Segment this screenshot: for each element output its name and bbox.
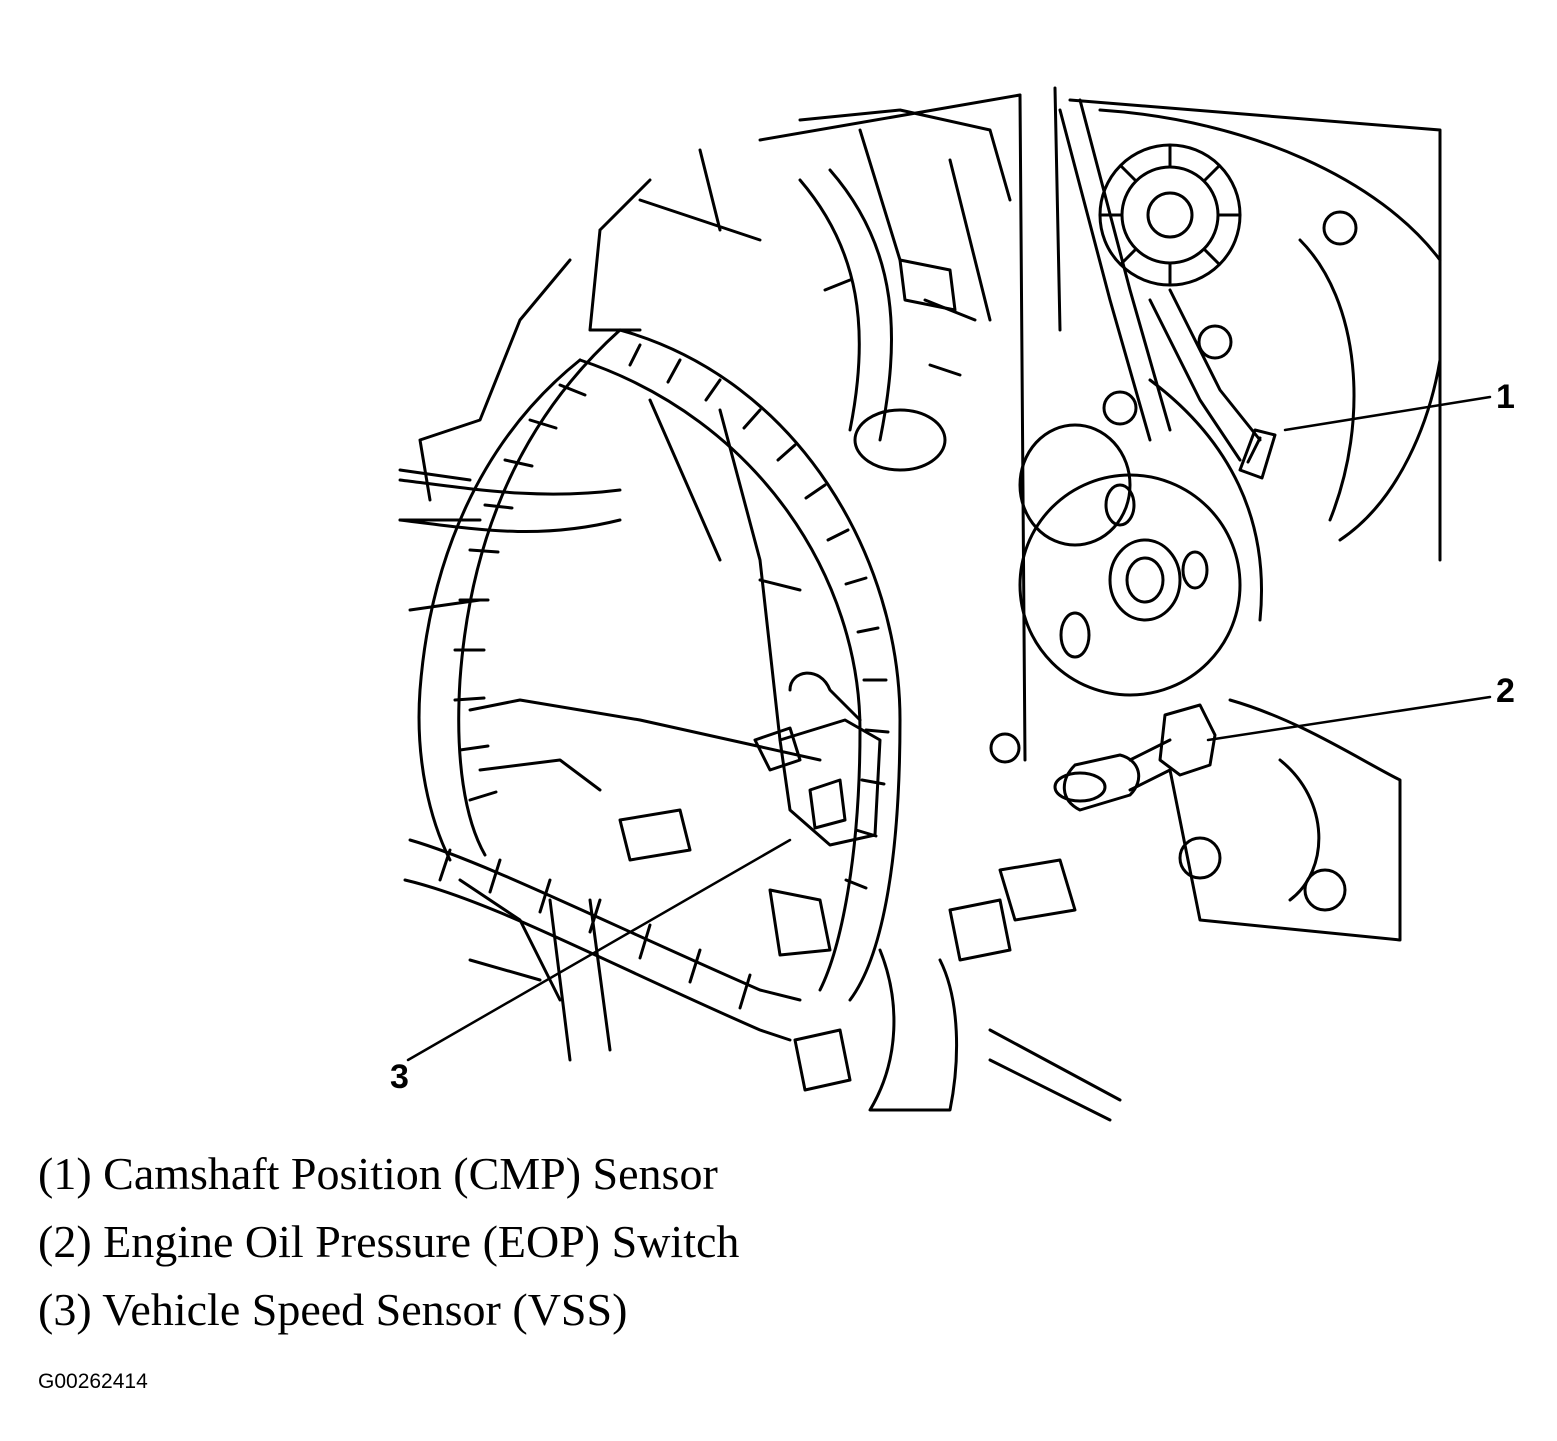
lower-pulley [1018, 423, 1242, 697]
leader-line-3 [406, 838, 792, 1062]
callout-3-label: 3 [390, 1058, 409, 1096]
leader-line-1 [1283, 395, 1492, 432]
legend-item-vss: (3) Vehicle Speed Sensor (VSS) [38, 1284, 628, 1335]
figure-id: G00262414 [38, 1370, 148, 1393]
legend-item-cmp-sensor: (1) Camshaft Position (CMP) Sensor [38, 1148, 718, 1199]
bolts [989, 210, 1358, 912]
callout-2-label: 2 [1496, 672, 1515, 710]
leader-lines [406, 395, 1492, 1062]
callout-1-label: 1 [1496, 378, 1515, 416]
eop-switch-shape [1053, 703, 1217, 812]
legend-item-eop-switch: (2) Engine Oil Pressure (EOP) Switch [38, 1216, 740, 1267]
leader-line-2 [1206, 695, 1492, 742]
engine-block-outline [398, 86, 1442, 1002]
serpentine-belt [1058, 98, 1262, 462]
cmp-sensor-shape [1238, 428, 1277, 480]
upper-pulley [1098, 143, 1242, 287]
connectors [618, 258, 1077, 1092]
wiring-harness [398, 168, 1122, 1122]
engine-line-illustration: 1 2 3 [390, 86, 1515, 1122]
component-legend: (1) Camshaft Position (CMP) Sensor (2) E… [38, 1140, 739, 1344]
